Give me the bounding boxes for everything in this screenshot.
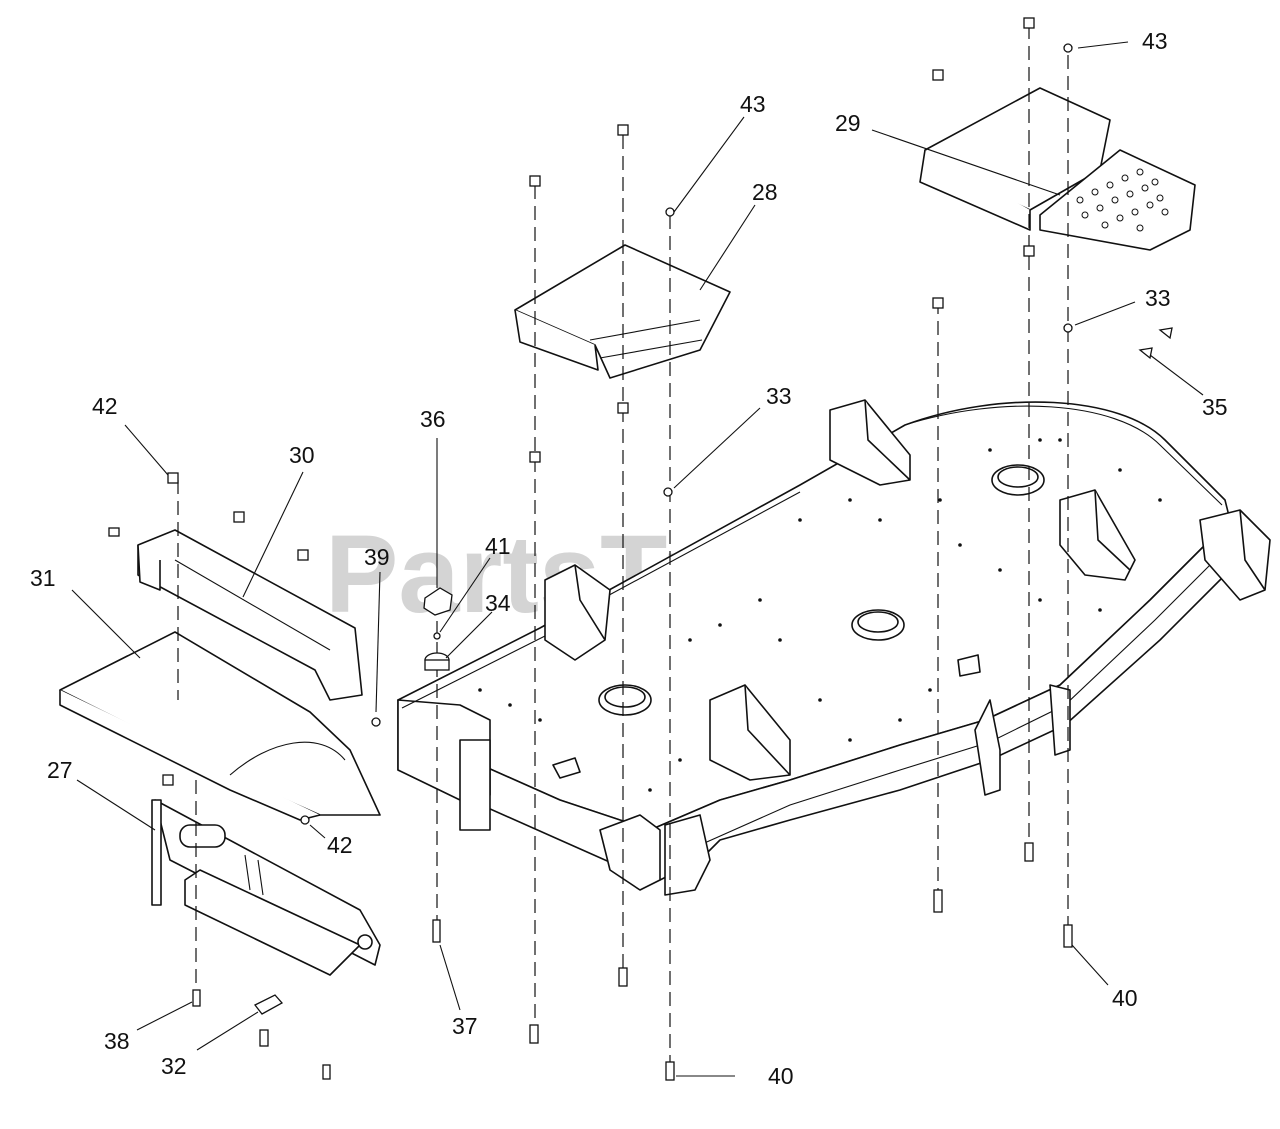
callout-39: 39 bbox=[364, 544, 390, 570]
callout-37: 37 bbox=[452, 1013, 478, 1039]
callout-40-bottom: 40 bbox=[768, 1063, 794, 1089]
callout-42-top: 42 bbox=[92, 393, 118, 419]
mower-deck bbox=[397, 399, 1271, 896]
callout-33-right: 33 bbox=[1145, 285, 1171, 311]
part-30-shield bbox=[137, 529, 363, 701]
callout-30: 30 bbox=[289, 442, 315, 468]
part-27-bracket bbox=[151, 799, 381, 976]
callout-34: 34 bbox=[485, 590, 511, 616]
callout-42-bottom: 42 bbox=[327, 832, 353, 858]
callout-31: 31 bbox=[30, 565, 56, 591]
callout-43-center: 43 bbox=[740, 91, 766, 117]
callout-38: 38 bbox=[104, 1028, 130, 1054]
callout-29: 29 bbox=[835, 110, 861, 136]
callout-41: 41 bbox=[485, 533, 511, 559]
callout-40-right: 40 bbox=[1112, 985, 1138, 1011]
callout-labels: 43 43 29 28 33 35 33 42 30 36 39 41 34 3… bbox=[30, 28, 1228, 1089]
callout-33-center: 33 bbox=[766, 383, 792, 409]
assembly-lines bbox=[177, 25, 1069, 1070]
callout-27: 27 bbox=[47, 757, 73, 783]
hardware bbox=[108, 17, 1173, 1081]
leader-lines bbox=[71, 41, 1204, 1077]
callout-36: 36 bbox=[420, 406, 446, 432]
callout-28: 28 bbox=[752, 179, 778, 205]
part-29-shield bbox=[919, 87, 1196, 251]
callout-32: 32 bbox=[161, 1053, 187, 1079]
callout-43-top-right: 43 bbox=[1142, 28, 1168, 54]
callout-35: 35 bbox=[1202, 394, 1228, 420]
